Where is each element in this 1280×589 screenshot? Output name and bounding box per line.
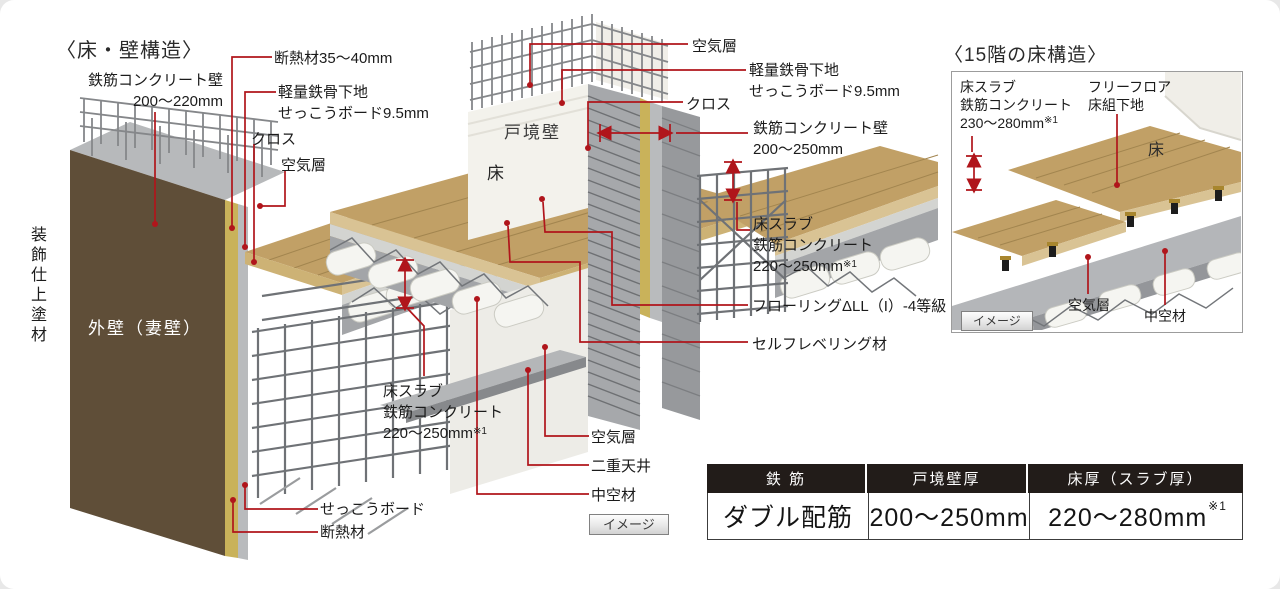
panel-label-slab-line1: 床スラブ (960, 79, 1016, 95)
label-steel-left: 軽量鉄骨下地 せっこうボード9.5mm (278, 82, 429, 124)
label-rc-wall-left: 鉄筋コンクリート壁 200〜220mm (88, 70, 223, 112)
spec-value-floor-text: 220〜280mm (1048, 504, 1208, 532)
leader-panel-free-floor (1114, 114, 1120, 188)
panel-label-hollow: 中空材 (1144, 308, 1186, 324)
rebar-cage-bottom-left (251, 262, 473, 535)
label-slab-bottom-line3: 220〜250mm (383, 425, 474, 442)
label-slab-bottom: 床スラブ 鉄筋コンクリート 220〜250mm※1 (383, 381, 503, 444)
leader-steel-left (242, 91, 276, 250)
leader-hollow-core (474, 296, 589, 495)
leader-panel-hollow (1162, 248, 1168, 305)
label-slab-bottom-note: ※1 (473, 426, 487, 437)
panel-label-slab: 床スラブ 鉄筋コンクリート 230〜280mm※1 (960, 78, 1072, 132)
label-cross-top: クロス (686, 96, 732, 113)
rebar-mesh-center (469, 14, 669, 110)
panel-label-free-floor: フリーフロア 床組下地 (1088, 78, 1171, 114)
label-rc-wall-left-line2: 200〜220mm (132, 93, 223, 110)
spec-header-floor-thickness: 床厚（スラブ厚） (1028, 464, 1243, 493)
leader-insulation-bottom (230, 497, 318, 533)
label-slab-right-note: ※1 (843, 259, 857, 270)
image-badge-panel: イメージ (961, 311, 1033, 331)
spec-value-floor-note: ※1 (1208, 499, 1227, 513)
leader-panel-slab (966, 136, 982, 194)
label-steel-top-line2: せっこうボード9.5mm (749, 83, 900, 100)
spec-table-value-row: ダブル配筋 200〜250mm 220〜280mm※1 (707, 493, 1243, 540)
panel-label-free-floor-line2: 床組下地 (1088, 97, 1144, 113)
spec-header-wall-thickness: 戸境壁厚 (867, 464, 1028, 493)
label-party-wall: 戸境壁 (504, 123, 561, 142)
leader-slab-right (724, 158, 750, 231)
leader-lines (152, 43, 1168, 533)
spec-table: 鉄 筋 戸境壁厚 床厚（スラブ厚） ダブル配筋 200〜250mm 220〜28… (707, 464, 1243, 540)
panel-label-floor: 床 (1148, 142, 1166, 159)
spec-value-rebar: ダブル配筋 (722, 504, 853, 532)
label-cross-left: クロス (251, 131, 297, 148)
label-steel-left-line2: せっこうボード9.5mm (278, 105, 429, 122)
label-rc-wall-center: 鉄筋コンクリート壁 200〜250mm (753, 118, 888, 160)
label-slab-right-line2: 鉄筋コンクリート (753, 237, 874, 254)
label-steel-left-line1: 軽量鉄骨下地 (278, 84, 369, 101)
leader-panel-air (1085, 254, 1091, 294)
label-air-left: 空気層 (281, 157, 327, 174)
leader-rc-wall-center (596, 124, 748, 142)
leader-slab-bottom-left (396, 256, 425, 376)
main-title: 〈床・壁構造〉 (56, 40, 203, 62)
rebar-mesh-left (79, 97, 279, 177)
leader-cross-top (585, 101, 683, 151)
leader-insulation-range (229, 56, 272, 231)
leader-cross-left (251, 144, 257, 265)
label-air-bottom: 空気層 (591, 429, 637, 446)
rebar-cage-right (696, 166, 789, 322)
label-deco-coating: 装飾仕上塗材 (28, 226, 45, 346)
spec-value-wall: 200〜250mm (868, 493, 1029, 539)
label-floor-center: 床 (487, 164, 505, 183)
label-insulation-range: 断熱材35〜40mm (274, 50, 393, 67)
leader-air-bottom (542, 344, 589, 437)
label-slab-right: 床スラブ 鉄筋コンクリート 220〜250mm※1 (753, 214, 873, 277)
label-flooring: フローリングΔLL（I）-4等級 (752, 298, 947, 315)
label-gypsum-board: せっこうボード (320, 501, 426, 518)
leader-rc-wall-left (152, 112, 158, 227)
label-rc-wall-center-line2: 200〜250mm (753, 141, 844, 158)
spec-value-floor: 220〜280mm※1 (1029, 493, 1244, 539)
label-steel-top-line1: 軽量鉄骨下地 (749, 62, 840, 79)
label-steel-top: 軽量鉄骨下地 せっこうボード9.5mm (749, 60, 900, 102)
panel-label-slab-line2: 鉄筋コンクリート (960, 97, 1072, 113)
label-insulation: 断熱材 (320, 524, 366, 541)
panel15-title: 〈15階の床構造〉 (944, 45, 1108, 66)
panel-label-free-floor-line1: フリーフロア (1088, 79, 1172, 95)
leader-double-ceiling (525, 367, 589, 466)
label-hollow-core: 中空材 (591, 487, 637, 504)
label-slab-right-line1: 床スラブ (753, 216, 814, 233)
label-leveling: セルフレベリング材 (752, 336, 888, 353)
label-slab-bottom-line2: 鉄筋コンクリート (383, 404, 504, 421)
label-outer-wall: 外壁（妻壁） (88, 319, 202, 338)
label-slab-bottom-line1: 床スラブ (383, 383, 444, 400)
label-double-ceiling: 二重天井 (591, 458, 652, 475)
panel15-illustration (952, 72, 1241, 330)
right-floor-group (702, 146, 939, 302)
spec-table-header-row: 鉄 筋 戸境壁厚 床厚（スラブ厚） (707, 464, 1243, 493)
panel-label-slab-line3: 230〜280mm (960, 115, 1045, 131)
label-air-top: 空気層 (692, 38, 738, 55)
leader-steel-top (559, 69, 746, 106)
label-rc-wall-left-line1: 鉄筋コンクリート壁 (88, 72, 224, 89)
spec-header-rebar: 鉄 筋 (707, 464, 867, 493)
image-badge-main: イメージ (589, 514, 669, 535)
panel-label-slab-note: ※1 (1044, 115, 1058, 126)
leader-air-left (257, 170, 286, 209)
panel-label-air: 空気層 (1068, 297, 1110, 313)
label-rc-wall-center-line1: 鉄筋コンクリート壁 (753, 120, 889, 137)
floor-adjusters (1000, 186, 1224, 271)
leader-air-top (527, 43, 688, 88)
label-slab-right-line3: 220〜250mm (753, 258, 844, 275)
leader-flooring (539, 196, 748, 306)
leader-leveling (504, 220, 748, 343)
leader-gypsum (242, 482, 318, 510)
